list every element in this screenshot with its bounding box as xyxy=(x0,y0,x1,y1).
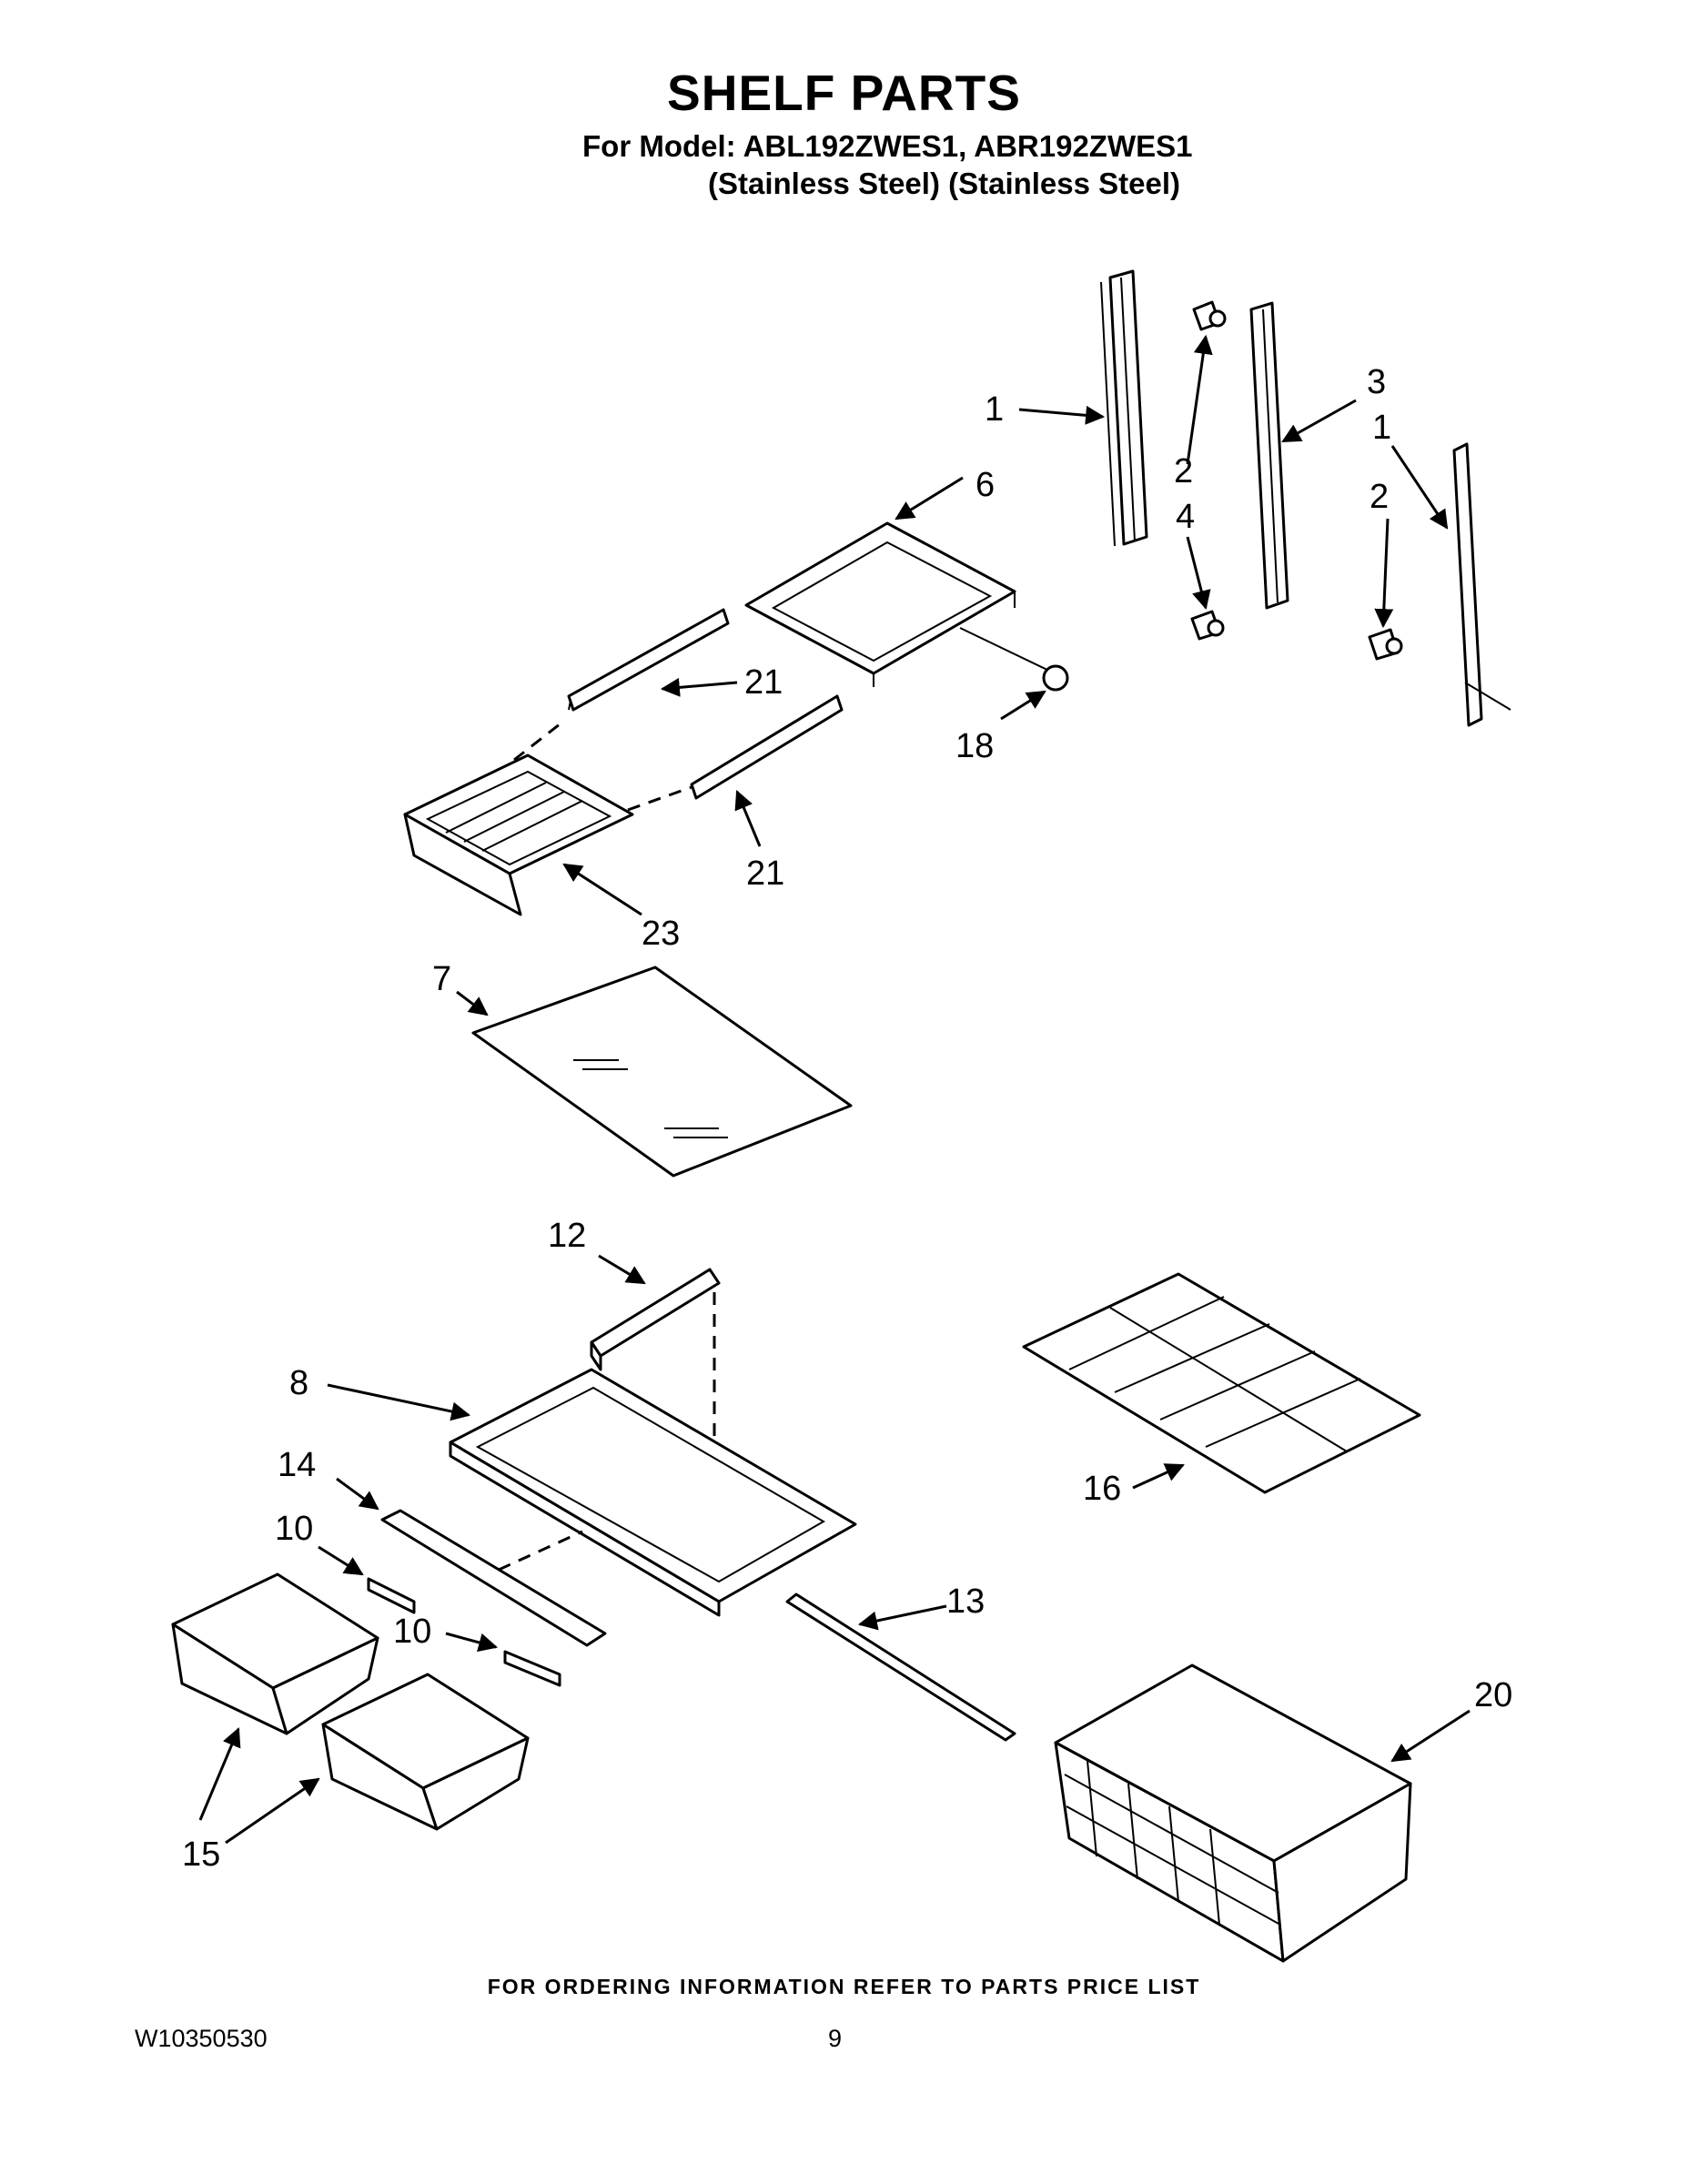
drawer-rail-part-14 xyxy=(380,1509,607,1647)
callout-18: 18 xyxy=(955,727,994,765)
leader-10a xyxy=(318,1545,364,1576)
leader-12 xyxy=(598,1254,646,1285)
rail-part-3 xyxy=(1249,301,1289,610)
wire-basket-part-20 xyxy=(1054,1663,1412,1963)
leader-18 xyxy=(1000,690,1046,721)
leader-15a xyxy=(198,1727,241,1821)
crisper-bin-part-15-right xyxy=(321,1673,530,1831)
clip-part-10-left xyxy=(367,1577,416,1614)
screw-part-2-top xyxy=(1192,300,1227,331)
rail-part-1-right xyxy=(1452,442,1511,727)
leader-10b xyxy=(445,1632,499,1653)
leader-14 xyxy=(336,1477,379,1511)
rail-part-1-left xyxy=(1100,269,1148,547)
page-title: SHELF PARTS xyxy=(667,65,1021,121)
callout-10b: 10 xyxy=(393,1613,431,1651)
drawer-part-23 xyxy=(403,753,634,916)
model-line: For Model: ABL192ZWES1, ABR192ZWES1 xyxy=(582,129,1193,163)
glass-shelf-part-7 xyxy=(471,966,853,1178)
doc-number: W10350530 xyxy=(135,2025,268,2052)
callout-23: 23 xyxy=(642,915,680,953)
leader-13 xyxy=(857,1604,947,1631)
leader-1b xyxy=(1390,445,1449,530)
shelf-assembly-part-8 xyxy=(449,1368,857,1617)
leader-2a xyxy=(1186,334,1213,465)
callout-20: 20 xyxy=(1474,1676,1512,1714)
leader-6 xyxy=(895,476,964,521)
leader-21a xyxy=(660,677,738,697)
slide-rail-part-21-upper xyxy=(567,608,730,712)
callout-12: 12 xyxy=(548,1217,586,1255)
leader-21b xyxy=(734,790,762,847)
callout-1b: 1 xyxy=(1372,409,1391,447)
leader-2b xyxy=(1374,518,1394,629)
clip-part-10-right xyxy=(503,1650,561,1687)
callout-15: 15 xyxy=(182,1835,220,1874)
light-socket-part-18 xyxy=(959,627,1069,692)
callout-21b: 21 xyxy=(746,854,784,893)
callout-6: 6 xyxy=(975,466,995,504)
callout-2a: 2 xyxy=(1174,452,1193,490)
rod-part-13 xyxy=(785,1592,1016,1742)
leader-4 xyxy=(1186,536,1211,611)
leader-7 xyxy=(456,990,489,1016)
callout-16: 16 xyxy=(1083,1470,1121,1508)
leader-23 xyxy=(562,863,642,916)
callout-7: 7 xyxy=(432,960,451,998)
callout-2b: 2 xyxy=(1370,478,1389,516)
callout-13: 13 xyxy=(946,1582,985,1621)
callout-21a: 21 xyxy=(744,663,783,702)
callout-3: 3 xyxy=(1367,363,1386,401)
front-trim-part-12 xyxy=(590,1268,721,1371)
callout-14: 14 xyxy=(278,1446,316,1484)
finish-line: (Stainless Steel) (Stainless Steel) xyxy=(708,167,1181,200)
callout-4: 4 xyxy=(1176,498,1195,536)
callout-1a: 1 xyxy=(985,390,1004,429)
callout-8: 8 xyxy=(289,1364,308,1402)
leader-15b xyxy=(225,1777,320,1845)
leader-3 xyxy=(1281,399,1357,443)
ordering-note: FOR ORDERING INFORMATION REFER TO PARTS … xyxy=(487,1975,1201,1998)
wire-shelf-part-16 xyxy=(1022,1272,1421,1494)
screw-part-2-right xyxy=(1368,628,1403,661)
leader-16 xyxy=(1132,1463,1185,1490)
leader-20 xyxy=(1390,1709,1471,1763)
crisper-bin-part-15-left xyxy=(171,1572,379,1735)
page-number: 9 xyxy=(828,2025,843,2052)
leader-1a xyxy=(1018,405,1106,425)
leader-8 xyxy=(327,1383,471,1421)
shelf-frame-part-6 xyxy=(744,521,1016,687)
screw-part-4 xyxy=(1190,610,1225,641)
callout-10a: 10 xyxy=(275,1510,313,1548)
slide-rail-part-21-lower xyxy=(690,694,844,800)
